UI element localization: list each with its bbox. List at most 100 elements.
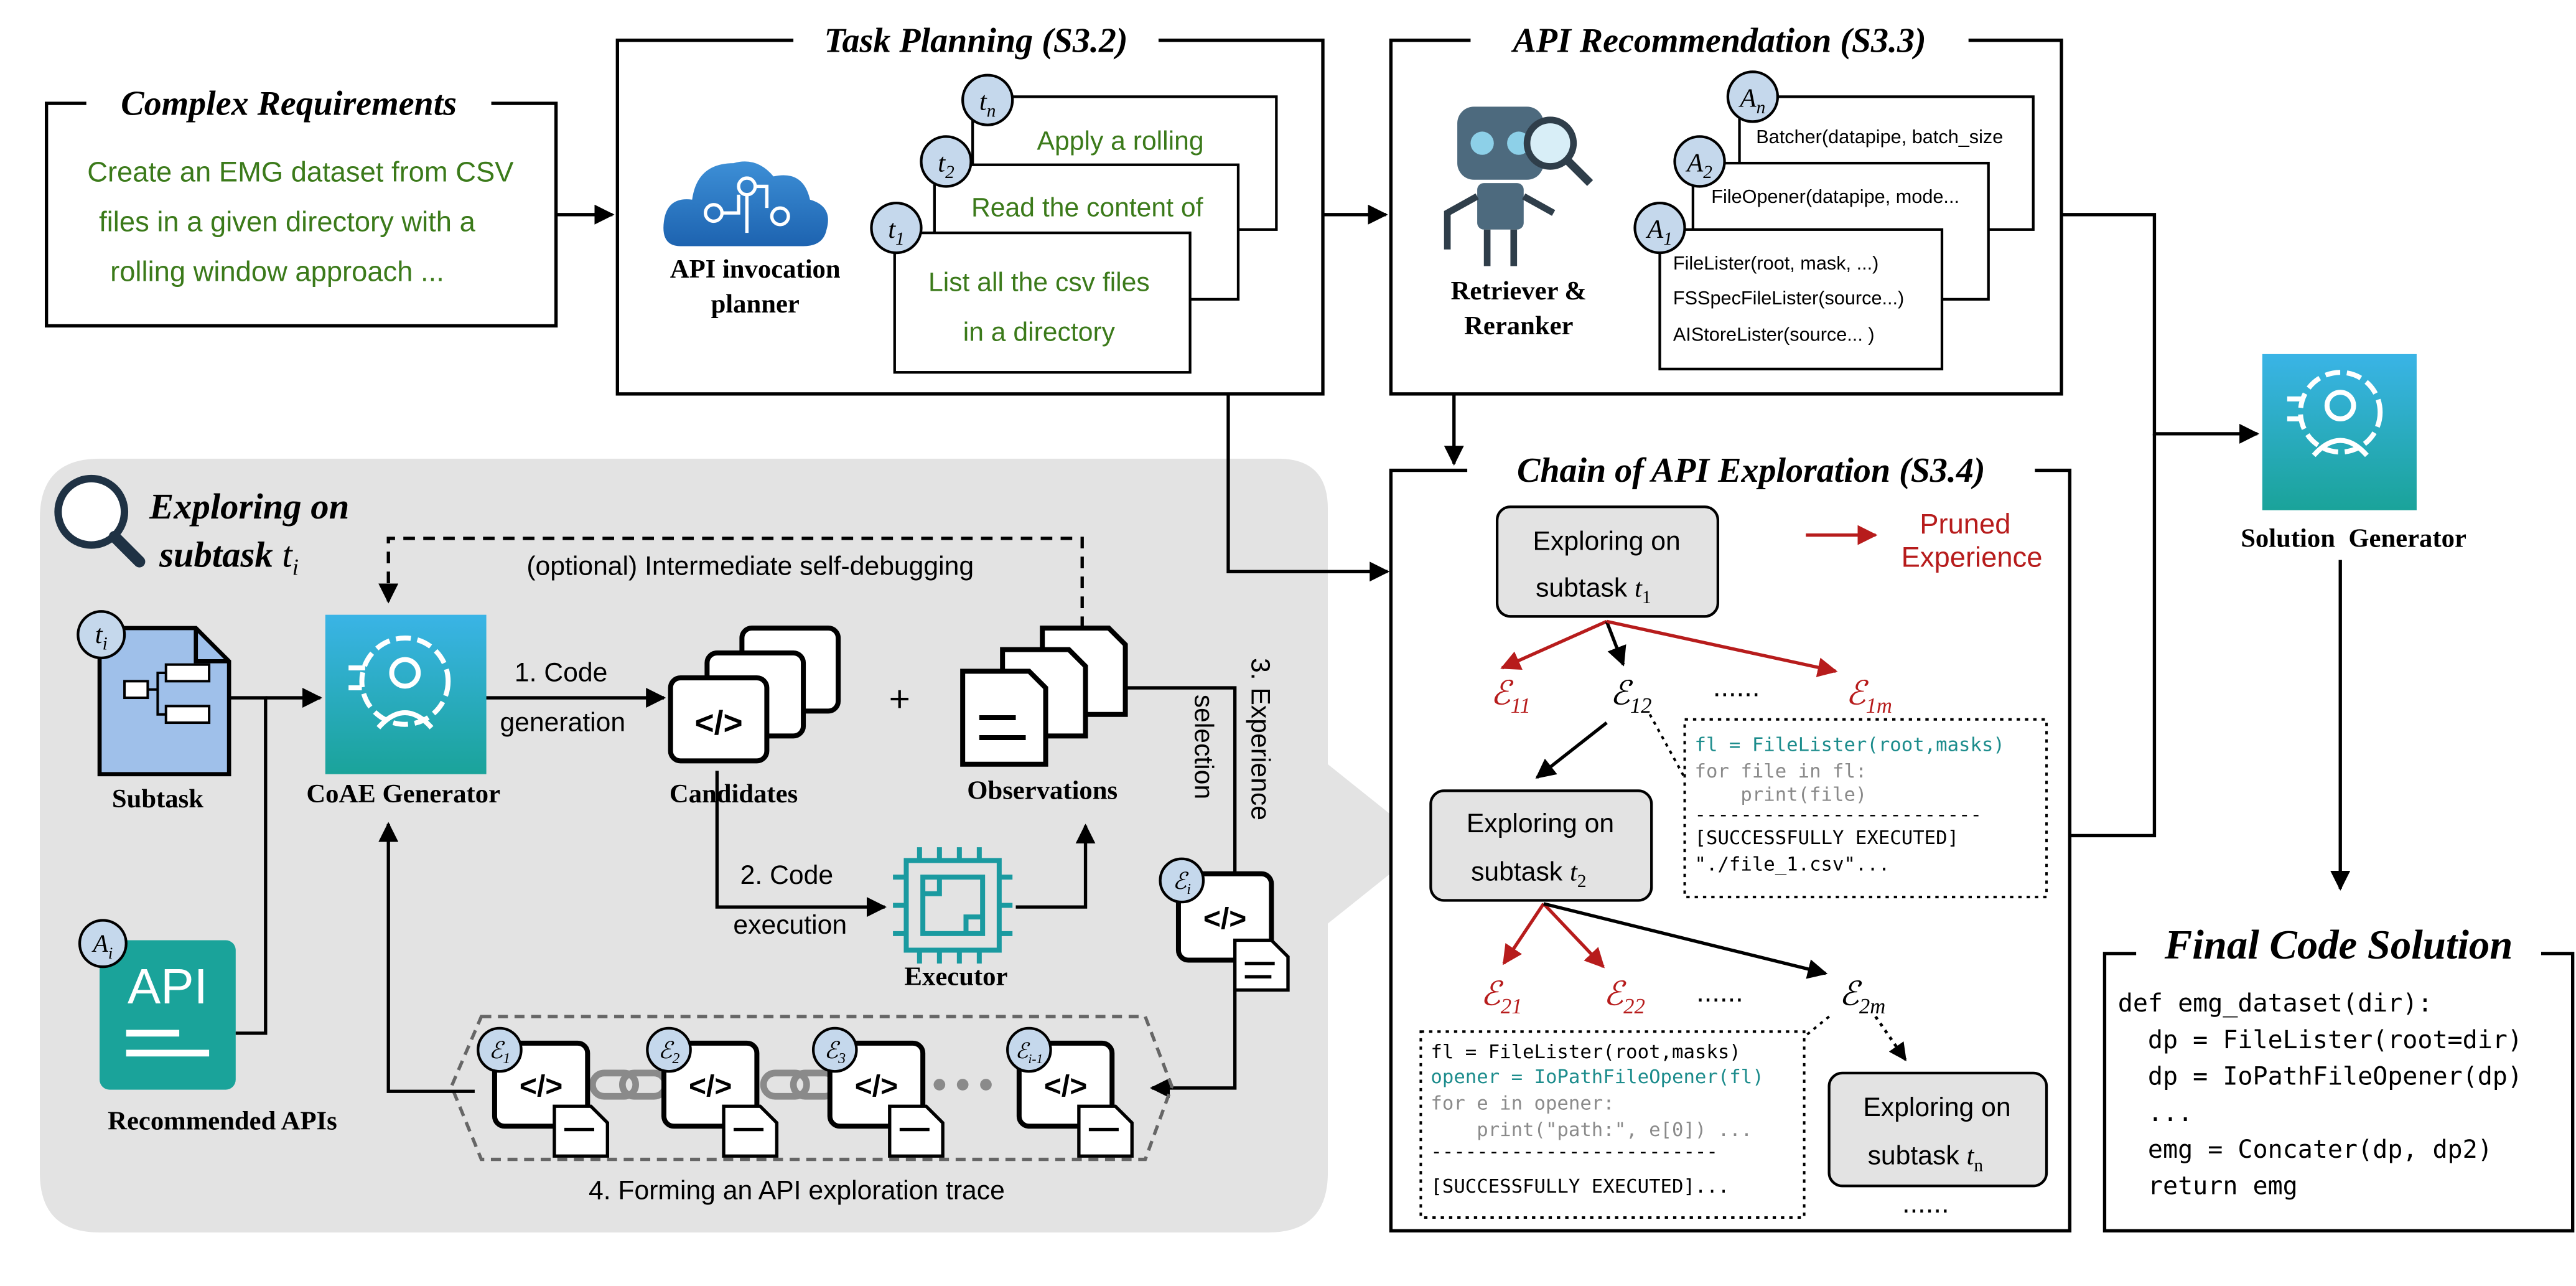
- planner-label-2: planner: [711, 289, 800, 319]
- subtask-label: Subtask: [112, 784, 203, 814]
- pruned-label-1: Pruned: [1920, 508, 2010, 540]
- step1-label-1: 1. Code: [515, 657, 607, 687]
- self-debugging-label: (optional) Intermediate self-debugging: [526, 551, 974, 581]
- explore-node-n-line-1: Exploring on: [1863, 1092, 2010, 1122]
- final-code-line-4: ...: [2118, 1099, 2193, 1127]
- ellipsis-2: ......: [1696, 976, 1743, 1008]
- observations-doc-icon: [960, 625, 1128, 767]
- retriever-label-2: Reranker: [1464, 311, 1573, 340]
- explore-node-2-line-1: Exploring on: [1467, 809, 1614, 838]
- experience-e11: ℰ11: [1490, 675, 1530, 718]
- requirement-line-2: files in a given directory with a: [99, 205, 475, 237]
- final-code-line-6: return emg: [2118, 1172, 2298, 1201]
- explore-node-2-line-2: subtask t2: [1471, 857, 1586, 891]
- task-1-text-line-2: in a directory: [963, 317, 1116, 347]
- coae-generator-label: CoAE Generator: [306, 779, 500, 809]
- chain-exploration-box: Chain of API Exploration (S3.4) Pruned E…: [1389, 447, 2072, 1232]
- code-box-2: [1419, 1030, 1806, 1219]
- step4-label: 4. Forming an API exploration trace: [589, 1176, 1005, 1206]
- code-box-2-line-4: print("path:", e[0]) ...: [1430, 1119, 1752, 1141]
- badge-an: An: [1726, 70, 1780, 123]
- subtask-document-icon: ti: [77, 610, 231, 777]
- code-box-1-line-4: [SUCCESSFULLY EXECUTED]: [1695, 827, 1959, 849]
- code-box-1-line-3: print(file): [1695, 784, 1867, 805]
- arrow-chain-to-solution: [2070, 433, 2157, 838]
- final-code-title: Final Code Solution: [2164, 922, 2513, 968]
- final-code-line-3: dp = IoPathFileOpener(dp): [2118, 1063, 2522, 1091]
- svg-text:</>: </>: [1203, 903, 1246, 936]
- step2-label-1: 2. Code: [740, 860, 833, 890]
- code-box-2-line-3: for e in opener:: [1430, 1093, 1614, 1115]
- retriever-robot-icon: [1444, 106, 1594, 266]
- final-code-line-5: emg = Concater(dp, dp2): [2118, 1135, 2493, 1164]
- arrow-planning-to-chain: [1226, 393, 1390, 582]
- code-box-1-line-1: fl = FileLister(root,masks): [1695, 734, 2005, 756]
- arrow-trace-to-generator: [378, 822, 475, 1093]
- task-1-text-line-1: List all the csv files: [928, 267, 1150, 297]
- code-box-2-line-1: fl = FileLister(root,masks): [1430, 1041, 1740, 1063]
- trace-experience-3-icon: </> ℰ3: [811, 1026, 945, 1158]
- candidates-label: Candidates: [670, 779, 798, 809]
- badge-a2: A2: [1673, 135, 1726, 188]
- magnifier-icon: [54, 474, 146, 568]
- api-card-1-line-2: FSSpecFileLister(source...): [1673, 288, 1904, 309]
- explore-node-1-line-2: subtask t1: [1536, 573, 1651, 608]
- selected-experience-icon: </> ℰi: [1159, 857, 1290, 992]
- planner-label-1: API invocation: [670, 255, 841, 284]
- badge-tn: tn: [961, 73, 1014, 126]
- badge-a1: A1: [1633, 201, 1686, 255]
- explore-node-2: [1429, 789, 1653, 902]
- svg-text:</>: </>: [520, 1070, 562, 1103]
- svg-text:</>: </>: [1044, 1070, 1087, 1103]
- recommended-apis-icon: API Ai: [78, 919, 236, 1090]
- api-recommendation-box: API Recommendation (S3.3) Retriever & Re…: [1389, 17, 2063, 396]
- solution-generator-icon: [2262, 354, 2417, 510]
- complex-requirements-box: Complex Requirements Create an EMG datas…: [45, 80, 558, 328]
- task-2-text: Read the content of: [971, 192, 1203, 222]
- exploration-trace-hexagon: [449, 1015, 1174, 1162]
- final-code-line-1: def emg_dataset(dir):: [2118, 989, 2433, 1018]
- final-code-box: Final Code Solution def emg_dataset(dir)…: [2102, 920, 2575, 1232]
- api-card-1-line-1: FileLister(root, mask, ...): [1673, 253, 1878, 274]
- api-card-1: [1658, 228, 1944, 370]
- observations-label: Observations: [967, 776, 1118, 805]
- api-recommendation-title: API Recommendation (S3.3): [1511, 21, 1926, 60]
- solution-generator-label: Solution Generator: [2241, 523, 2466, 553]
- svg-text:</>: </>: [694, 705, 742, 742]
- code-box-2-line-5: [SUCCESSFULLY EXECUTED]...: [1430, 1176, 1729, 1198]
- api-icon-text: API: [128, 959, 208, 1014]
- svg-text:A1: A1: [1645, 215, 1673, 249]
- candidates-code-icon: </>: [668, 625, 841, 764]
- executor-chip-icon: [893, 847, 1013, 964]
- ellipsis-3: ......: [1902, 1187, 1949, 1219]
- exploring-title-line-1: Exploring on: [149, 486, 349, 527]
- explore-node-1-line-1: Exploring on: [1533, 527, 1681, 556]
- trace-experience-1-icon: </> ℰ1: [477, 1026, 609, 1158]
- requirement-line-1: Create an EMG dataset from CSV: [87, 156, 514, 187]
- arrow-code-execution: [715, 771, 887, 918]
- code-box-1: [1683, 718, 2048, 899]
- task-card-1: [893, 231, 1192, 374]
- plus-sign: +: [889, 678, 910, 719]
- task-planning-title: Task Planning (S3.2): [824, 21, 1127, 60]
- self-debugging-loop: [378, 537, 1084, 628]
- connector-subtask-api: [229, 696, 268, 1035]
- code-box-1-line-5: "./file_1.csv"...: [1695, 853, 1890, 875]
- recommended-apis-label: Recommended APIs: [108, 1107, 337, 1136]
- svg-text:</>: </>: [855, 1070, 898, 1103]
- explore-node-1: [1495, 505, 1720, 618]
- ellipsis-1: ......: [1713, 670, 1760, 702]
- code-box-2-rule: -------------------------: [1430, 1141, 1717, 1163]
- complex-requirements-title: Complex Requirements: [121, 85, 457, 123]
- step3-label-2: selection: [1189, 695, 1219, 799]
- step2-label-2: execution: [733, 910, 847, 940]
- exploring-title-line-2: subtask ti: [159, 534, 299, 580]
- coae-generator-icon: [325, 614, 487, 774]
- chain-exploration-title: Chain of API Exploration (S3.4): [1517, 451, 1986, 490]
- arrow-executor-to-observations: [1015, 824, 1096, 909]
- step3-label-1: 3. Experience: [1245, 658, 1275, 820]
- pruned-label-2: Experience: [1902, 541, 2043, 573]
- code-box-2-line-2: opener = IoPathFileOpener(fl): [1430, 1066, 1763, 1088]
- badge-t1: t1: [870, 201, 923, 255]
